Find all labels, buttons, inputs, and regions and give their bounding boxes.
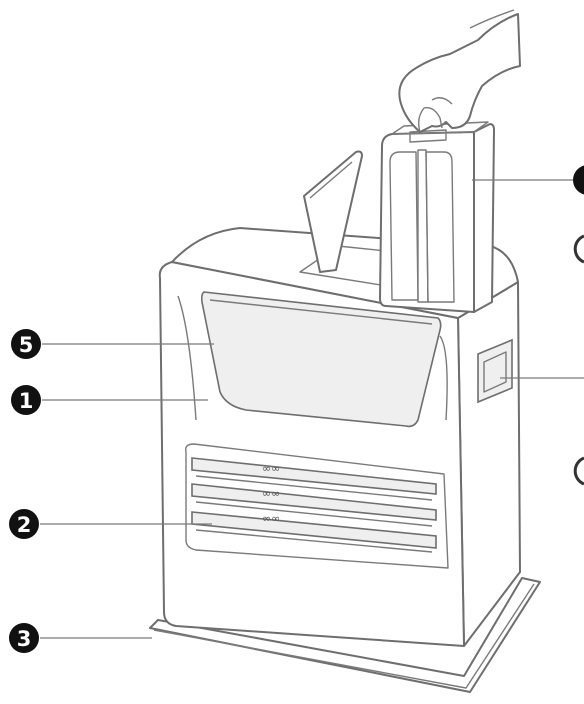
callout-label-5: 5 — [19, 333, 34, 357]
base-tray — [149, 577, 541, 693]
callout-5: 5 — [11, 329, 41, 359]
callout-3: 3 — [9, 623, 39, 653]
air-outlet: ∞∞ ∞∞ ∞∞ — [184, 443, 449, 569]
vent-marking-2: ∞∞ — [262, 487, 280, 500]
vent-marking-1: ∞∞ — [262, 462, 280, 475]
callout-cropped-3 — [573, 456, 584, 486]
tank-compartment-lid-icon — [303, 150, 363, 273]
callout-cropped-2 — [573, 234, 584, 264]
fuel-tank-icon — [379, 121, 495, 313]
callout-label-1: 1 — [19, 389, 34, 413]
callout-cropped-tank — [573, 165, 584, 195]
side-handle — [477, 338, 513, 404]
callout-2: 2 — [9, 509, 39, 539]
display-window — [200, 291, 442, 428]
hand-holding-tank-icon — [398, 9, 521, 133]
vent-marking-3: ∞∞ — [262, 512, 280, 525]
callout-label-3: 3 — [17, 627, 32, 651]
callout-label-2: 2 — [17, 513, 32, 537]
callout-1: 1 — [11, 385, 41, 415]
